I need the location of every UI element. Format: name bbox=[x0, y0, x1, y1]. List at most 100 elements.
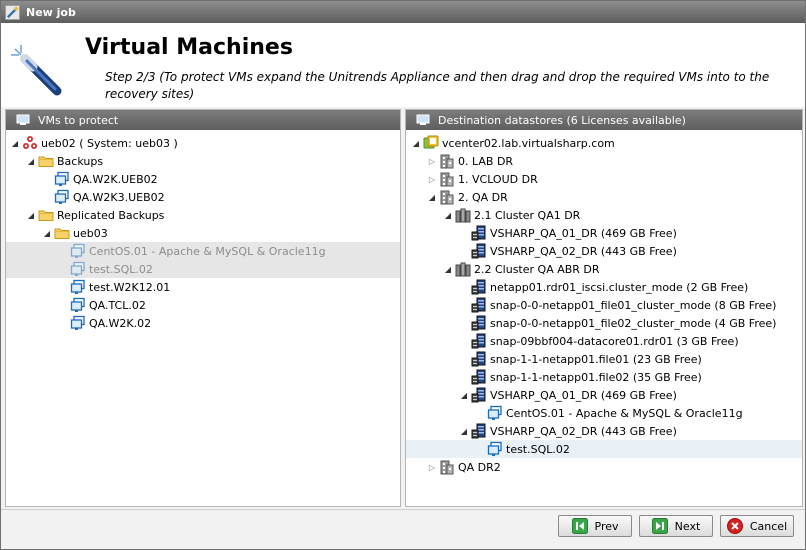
expanded-toggle-icon[interactable]: ◢ bbox=[428, 192, 436, 202]
vms-to-protect-header: VMs to protect bbox=[6, 110, 400, 130]
step-description: Step 2/3 (To protect VMs expand the Unit… bbox=[105, 70, 770, 101]
tree-node[interactable]: ◢ueb02 ( System: ueb03 ) bbox=[6, 134, 400, 152]
tree-node[interactable]: test.SQL.02 bbox=[406, 440, 802, 458]
tree-node[interactable]: ◢ 2.1 Cluster QA1 DR bbox=[406, 206, 802, 224]
tree-node[interactable]: VSHARP_QA_01_DR (469 GB Free) bbox=[406, 224, 802, 242]
tree-node[interactable]: CentOS.01 - Apache & MySQL & Oracle11g bbox=[6, 242, 400, 260]
tree-node[interactable]: QA.W2K3.UEB02 bbox=[6, 188, 400, 206]
datacenter-icon bbox=[439, 459, 455, 475]
expanded-toggle-icon[interactable]: ◢ bbox=[43, 228, 51, 238]
toggle-spacer bbox=[475, 408, 485, 418]
folder-icon bbox=[38, 153, 54, 169]
collapsed-toggle-icon[interactable]: ▷ bbox=[428, 174, 436, 184]
tree-node[interactable]: snap-1-1-netapp01.file01 (23 GB Free) bbox=[406, 350, 802, 368]
tree-node[interactable]: QA.W2K.02 bbox=[6, 314, 400, 332]
tree-node[interactable]: test.W2K12.01 bbox=[6, 278, 400, 296]
toggle-spacer bbox=[459, 300, 469, 310]
expanded-toggle-icon[interactable]: ◢ bbox=[460, 390, 468, 400]
tree-node[interactable]: ◢2. QA DR bbox=[406, 188, 802, 206]
tree-node[interactable]: ◢2.2 Cluster QA ABR DR bbox=[406, 260, 802, 278]
expanded-toggle-icon[interactable]: ◢ bbox=[27, 210, 35, 220]
tree-node[interactable]: CentOS.01 - Apache & MySQL & Oracle11g bbox=[406, 404, 802, 422]
collapsed-toggle-icon[interactable]: ▷ bbox=[428, 462, 436, 472]
datastore-icon bbox=[471, 423, 487, 439]
tree-node[interactable]: ▷QA DR2 bbox=[406, 458, 802, 476]
tree-node[interactable]: snap-1-1-netapp01.file02 (35 GB Free) bbox=[406, 368, 802, 386]
tree-node-label: Backups bbox=[57, 154, 104, 168]
toggle-spacer bbox=[58, 282, 68, 292]
tree-node-label: vcenter02.lab.virtualsharp.com bbox=[442, 136, 615, 150]
toggle-spacer bbox=[459, 336, 469, 346]
tree-node[interactable]: ◢ vcenter02.lab.virtualsharp.com bbox=[406, 134, 802, 152]
datacenter-icon bbox=[439, 171, 455, 187]
expanded-toggle-icon[interactable]: ◢ bbox=[412, 138, 420, 148]
expanded-toggle-icon[interactable]: ◢ bbox=[27, 156, 35, 166]
tree-node-label: snap-09bbf004-datacore01.rdr01 (3 GB Fre… bbox=[490, 334, 739, 348]
cancel-button[interactable]: Cancel bbox=[720, 515, 794, 537]
tree-node[interactable]: test.SQL.02 bbox=[6, 260, 400, 278]
tree-node[interactable]: ◢Replicated Backups bbox=[6, 206, 400, 224]
tree-node[interactable]: ▷ 0. LAB DR bbox=[406, 152, 802, 170]
prev-button[interactable]: Prev bbox=[558, 515, 632, 537]
tree-node[interactable]: ◢ VSHARP_QA_02_DR (443 GB Free) bbox=[406, 422, 802, 440]
tree-node[interactable]: QA.W2K.UEB02 bbox=[6, 170, 400, 188]
datastore-icon bbox=[471, 315, 487, 331]
next-button[interactable]: Next bbox=[639, 515, 713, 537]
collapsed-toggle-icon[interactable]: ▷ bbox=[428, 156, 436, 166]
datastore-icon bbox=[471, 225, 487, 241]
tree-node[interactable]: ▷1. VCLOUD DR bbox=[406, 170, 802, 188]
tree-node-label: snap-0-0-netapp01_file01_cluster_mode (8… bbox=[490, 298, 777, 312]
tree-node-label: QA.W2K.02 bbox=[89, 316, 152, 330]
toggle-spacer bbox=[475, 444, 485, 454]
tree-node[interactable]: netapp01.rdr01_iscsi.cluster_mode (2 GB … bbox=[406, 278, 802, 296]
toggle-spacer bbox=[459, 282, 469, 292]
tree-node[interactable]: VSHARP_QA_02_DR (443 GB Free) bbox=[406, 242, 802, 260]
tree-node[interactable]: ◢ VSHARP_QA_01_DR (469 GB Free) bbox=[406, 386, 802, 404]
cancel-icon bbox=[726, 518, 743, 534]
datastore-icon bbox=[471, 351, 487, 367]
tree-node[interactable]: ◢ Backups bbox=[6, 152, 400, 170]
vm-icon bbox=[70, 315, 86, 331]
expanded-toggle-icon[interactable]: ◢ bbox=[11, 138, 19, 148]
vm-icon bbox=[70, 297, 86, 313]
vm-icon bbox=[487, 441, 503, 457]
tree-node[interactable]: snap-0-0-netapp01_file02_cluster_mode (4… bbox=[406, 314, 802, 332]
vm-icon bbox=[70, 279, 86, 295]
destination-datastores-title: Destination datastores (6 Licenses avail… bbox=[438, 113, 686, 127]
tree-node-label: VSHARP_QA_01_DR (469 GB Free) bbox=[490, 388, 677, 402]
datastore-icon bbox=[471, 387, 487, 403]
toggle-spacer bbox=[459, 246, 469, 256]
vm-icon bbox=[70, 243, 86, 259]
prev-arrow-icon bbox=[571, 518, 588, 534]
expanded-toggle-icon[interactable]: ◢ bbox=[460, 426, 468, 436]
tree-node-label: snap-0-0-netapp01_file02_cluster_mode (4… bbox=[490, 316, 777, 330]
tree-node-label: netapp01.rdr01_iscsi.cluster_mode (2 GB … bbox=[490, 280, 749, 294]
appliance-icon bbox=[22, 135, 38, 151]
datastore-icon bbox=[471, 297, 487, 313]
tree-node-label: 0. LAB DR bbox=[458, 154, 514, 168]
toggle-spacer bbox=[58, 318, 68, 328]
tree-node[interactable]: snap-09bbf004-datacore01.rdr01 (3 GB Fre… bbox=[406, 332, 802, 350]
tree-node-label: test.SQL.02 bbox=[89, 262, 153, 276]
tree-node-label: QA.W2K.UEB02 bbox=[73, 172, 158, 186]
tree-node-label: VSHARP_QA_02_DR (443 GB Free) bbox=[490, 424, 677, 438]
footer-divider bbox=[1, 509, 805, 510]
tree-node[interactable]: snap-0-0-netapp01_file01_cluster_mode (8… bbox=[406, 296, 802, 314]
cluster-icon bbox=[455, 261, 471, 277]
expanded-toggle-icon[interactable]: ◢ bbox=[444, 264, 452, 274]
toggle-spacer bbox=[459, 372, 469, 382]
expanded-toggle-icon[interactable]: ◢ bbox=[444, 210, 452, 220]
toggle-spacer bbox=[58, 300, 68, 310]
vm-icon bbox=[487, 405, 503, 421]
tree-node-label: VSHARP_QA_02_DR (443 GB Free) bbox=[490, 244, 677, 258]
folder-icon bbox=[54, 225, 70, 241]
tree-node-label: snap-1-1-netapp01.file01 (23 GB Free) bbox=[490, 352, 702, 366]
toggle-spacer bbox=[58, 246, 68, 256]
datastore-icon bbox=[471, 279, 487, 295]
toggle-spacer bbox=[459, 228, 469, 238]
tree-node-label: 2.1 Cluster QA1 DR bbox=[474, 208, 581, 222]
tree-node[interactable]: ◢ueb03 bbox=[6, 224, 400, 242]
tree-node-label: CentOS.01 - Apache & MySQL & Oracle11g bbox=[506, 406, 743, 420]
tree-node[interactable]: QA.TCL.02 bbox=[6, 296, 400, 314]
